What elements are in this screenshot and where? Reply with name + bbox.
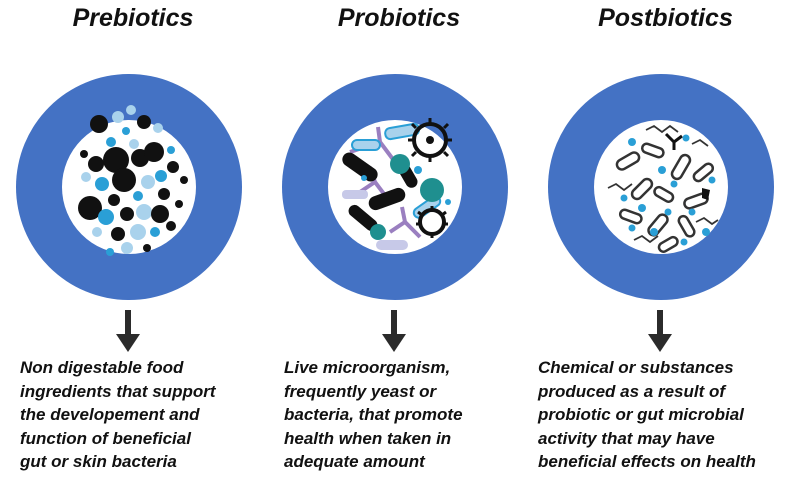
description-line: produced as a result of	[538, 381, 726, 401]
description-line: the developement and	[20, 405, 200, 424]
probiotic-microorganisms-icon	[282, 74, 508, 300]
description-line: frequently yeast or	[284, 381, 437, 401]
description-line: probiotic or gut microbial	[538, 405, 744, 424]
panel-title: Probiotics	[337, 4, 461, 32]
description-line: ingredients that support	[20, 381, 216, 401]
arrow-down-icon	[116, 310, 140, 352]
panel-postbiotics: Postbiotics	[532, 0, 799, 488]
panel-description: Non digestable food ingredients that sup…	[20, 356, 216, 474]
postbiotic-substances-icon	[548, 74, 774, 300]
description-line: Chemical or substances	[538, 358, 734, 377]
panel-description: Live microorganism, frequently yeast or …	[284, 356, 463, 474]
panel-probiotics: Probiotics	[266, 0, 532, 488]
description-line: Live microorganism,	[284, 358, 451, 377]
description-line: function of beneficial	[20, 428, 191, 448]
description-line: beneficial effects on health	[538, 452, 756, 471]
panel-title: Prebiotics	[72, 4, 194, 32]
description-line: bacteria, that promote	[284, 405, 463, 424]
arrow-down-icon	[382, 310, 406, 352]
description-line: gut or skin bacteria	[20, 452, 177, 471]
arrow-down-icon	[648, 310, 672, 352]
description-line: health when taken in	[284, 428, 452, 448]
description-line: adequate amount	[284, 452, 425, 471]
description-line: Non digestable food	[20, 358, 184, 377]
panel-description: Chemical or substances produced as a res…	[538, 356, 756, 474]
description-line: activity that may have	[538, 428, 715, 448]
panel-prebiotics: Prebiotics	[0, 0, 266, 488]
panel-title: Postbiotics	[598, 4, 733, 32]
prebiotic-particles-icon	[16, 74, 242, 300]
